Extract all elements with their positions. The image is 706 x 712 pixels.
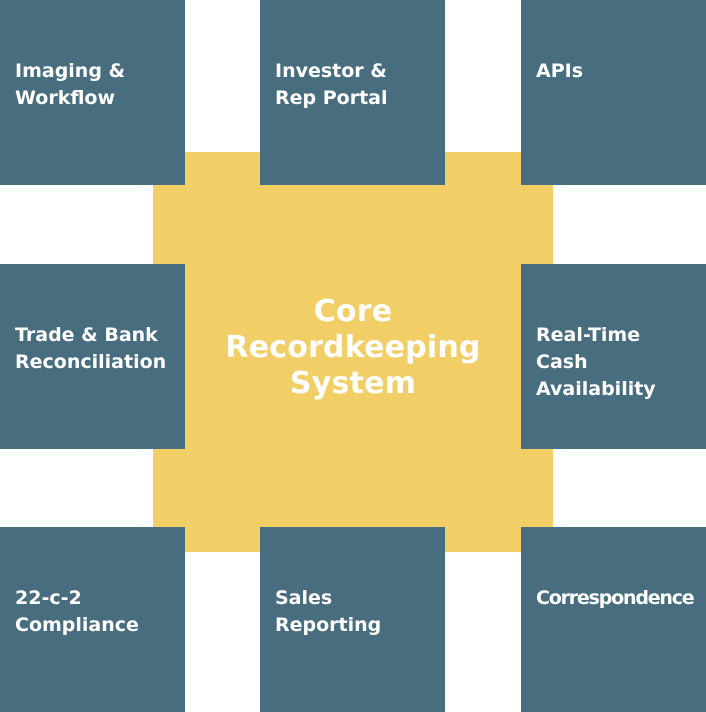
tile-real-time-cash-availability: Real-Time Cash Availability <box>521 264 706 449</box>
tile-sales-reporting: Sales Reporting <box>260 527 445 712</box>
center-title: Core Recordkeeping System <box>225 294 481 401</box>
tile-label: APIs <box>536 60 584 82</box>
tile-label: Correspondence <box>536 587 695 609</box>
tile-investor-rep-portal: Investor & Rep Portal <box>260 0 445 185</box>
tile-trade-bank-reconciliation: Trade & Bank Reconciliation <box>0 264 185 449</box>
tile-label: Investor & Rep Portal <box>275 60 388 109</box>
tile-22c2-compliance: 22-c-2 Compliance <box>0 527 185 712</box>
tile-imaging-workflow: Imaging & Workflow <box>0 0 185 185</box>
tile-label: 22-c-2 Compliance <box>15 587 139 636</box>
tile-correspondence: Correspondence <box>521 527 706 712</box>
tile-apis: APIs <box>521 0 706 185</box>
tile-label: Imaging & Workflow <box>15 60 126 109</box>
core-recordkeeping-system-box: Core Recordkeeping System <box>153 152 553 552</box>
tile-label: Sales Reporting <box>275 587 382 636</box>
tile-label: Trade & Bank Reconciliation <box>15 324 167 373</box>
tile-label: Real-Time Cash Availability <box>536 324 656 400</box>
